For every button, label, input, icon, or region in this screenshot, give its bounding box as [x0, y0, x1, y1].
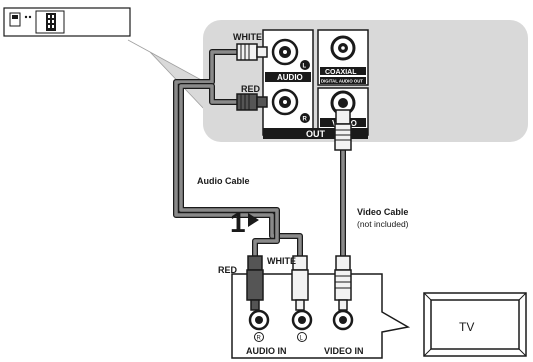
red-label-top: RED — [241, 84, 261, 94]
audio-in-left-jack-icon — [291, 309, 313, 342]
audio-panel-label: AUDIO — [277, 73, 303, 82]
dvd-player — [3, 7, 131, 37]
right-marker-top: R — [303, 117, 308, 123]
video-plug-bottom-icon — [334, 255, 352, 311]
white-label-bottom: WHITE — [267, 256, 296, 266]
audio-in-label: AUDIO IN — [246, 346, 287, 356]
red-plug-top-icon — [236, 93, 268, 111]
tv-input-panel: R L AUDIO IN VIDEO IN — [231, 273, 411, 359]
white-plug-bottom-icon — [291, 255, 309, 311]
video-cable-label: Video Cable — [357, 207, 408, 217]
callout-wedge — [127, 39, 206, 112]
dvd-rear-jacks-icon — [35, 10, 65, 34]
tv-label: TV — [459, 320, 474, 334]
right-marker-bottom: R — [257, 336, 262, 342]
step-indicator: 1 — [230, 207, 259, 238]
coaxial-jack-icon — [330, 35, 356, 61]
audio-cable-label: Audio Cable — [197, 176, 250, 186]
step-arrow-icon — [248, 213, 259, 227]
white-label-top: WHITE — [233, 32, 262, 42]
coaxial-label: COAXIAL — [325, 69, 357, 76]
video-plug-top-icon — [334, 109, 352, 151]
audio-left-jack-icon — [271, 38, 310, 70]
step-number: 1 — [230, 207, 246, 238]
white-plug-top-icon — [236, 43, 268, 61]
video-in-label: VIDEO IN — [324, 346, 364, 356]
red-plug-bottom-icon — [246, 255, 264, 311]
left-marker-top: L — [303, 64, 307, 70]
left-marker-bottom: L — [300, 336, 304, 342]
audio-in-right-jack-icon — [248, 309, 270, 342]
audio-right-jack-icon — [271, 88, 310, 123]
digital-audio-out-label: DIGITAL AUDIO OUT — [321, 79, 363, 84]
out-label: OUT — [306, 129, 326, 139]
red-label-bottom: RED — [218, 265, 238, 275]
video-in-jack-icon — [332, 309, 354, 331]
not-included-label: (not included) — [357, 219, 409, 229]
audio-cable — [173, 49, 303, 256]
video-cable — [334, 109, 352, 256]
tv-icon — [423, 292, 527, 357]
